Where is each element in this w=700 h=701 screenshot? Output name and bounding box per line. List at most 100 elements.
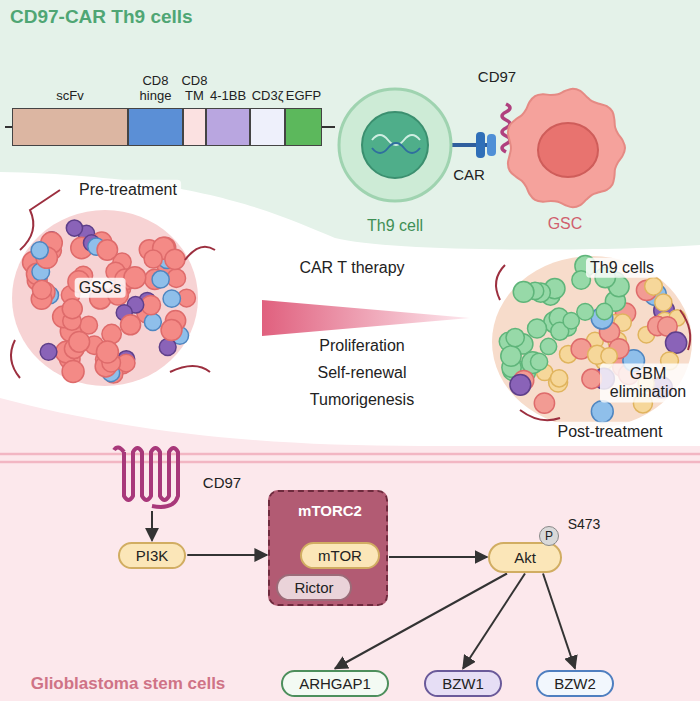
node-text: BZW2 [554,675,596,692]
post-treatment-tumor-part [665,332,686,353]
node-text: Akt [514,549,536,566]
cell-shape-part [339,89,451,201]
construct-segment: 4-1BB [206,108,250,146]
pre-treatment-tumor-part [66,220,82,236]
node-text: mTOR [318,547,362,564]
pre-treatment-tumor-part [170,366,210,372]
pre-treatment-tumor-part [96,341,118,363]
node-text: GSCs [75,278,126,298]
membrane-line [0,453,700,456]
node-text: CD3ζ [252,89,284,104]
text-label: CAR T therapy [299,259,404,277]
pre-treatment-tumor-part [40,343,57,360]
arrow-connector [543,574,575,669]
car-receptor-part [476,132,485,158]
text-label: CD97 [478,68,516,85]
construct-segment: CD3ζ [250,108,285,146]
pink-ground [0,398,700,701]
receptor-node: CD97 [112,446,252,510]
text-label: CAR [453,166,485,183]
pre-treatment-tumor-part [124,267,146,289]
node-text: CD97 [203,474,241,491]
node-text: GBM elimination [600,364,696,403]
receptor-shape-part [114,447,124,452]
post-treatment-tumor-part [496,265,505,300]
pre-treatment-tumor-part [20,190,60,250]
car-receptor-part [450,143,492,147]
cell-shape-part [372,143,420,153]
node-text: Rictor [294,579,333,596]
node-text: CD8 hinge [136,74,176,104]
text-label: Proliferation [319,337,404,355]
pre-treatment-tumor-part [144,313,161,330]
complex-box: mTOR Rictor mTORC2 [268,490,388,606]
car-receptor-part [487,134,496,156]
post-treatment-tumor-part [534,393,554,413]
text-label: Glioblastoma stem cells [31,674,226,694]
arrow-connector [151,511,153,541]
construct-segment: CD8 TM [183,108,206,146]
th9-cell: Th9 cell [330,82,460,240]
arrow-connector [463,574,525,669]
post-treatment-tumor-part [591,401,613,423]
pre-treatment-tumor-part [62,299,82,319]
node-text: CD8 TM [180,74,210,104]
pre-treatment-tumor-part [62,361,84,383]
post-treatment-tumor-part [506,328,524,346]
post-treatment-tumor-part [582,369,602,389]
tumor-panel: Th9 cellsGBM eliminationPost-treatment [486,254,696,444]
node-text: Th9 cells [586,258,658,278]
post-treatment-tumor-part [563,313,579,329]
pre-treatment-tumor-part [31,242,48,259]
post-treatment-tumor-part [520,410,560,420]
gsc-cell: GSC [500,82,630,240]
post-treatment-tumor-part [680,310,690,350]
tumor-panel: Pre-treatmentGSCs [8,176,212,396]
node-text: Post-treatment [554,422,667,442]
pre-treatment-tumor [11,190,215,386]
post-treatment-tumor-part [510,374,531,395]
cell-shape-part [362,112,428,178]
text-label: Self-renewal [318,364,407,382]
post-treatment-tumor-part [540,338,556,354]
protein-pill: Rictor [276,574,351,601]
construct-segment: CD8 hinge [128,108,183,146]
kinase-pill: PI3K [118,542,187,569]
post-treatment-tumor-part [645,277,663,295]
text-label: Tumorigenesis [310,391,414,409]
pre-treatment-tumor-part [69,331,90,352]
post-treatment-tumor-part [551,370,568,387]
post-treatment-tumor-part [531,353,548,370]
pre-treatment-tumor-part [161,320,182,341]
node-text: mTORC2 [298,502,362,519]
membrane-line [0,461,700,464]
pre-treatment-tumor-part [165,249,185,269]
receptor-shape-part [124,448,178,507]
pre-treatment-tumor-part [185,247,215,260]
car-receptor [450,132,496,158]
arrow-connector [187,554,267,556]
construct-segment: scFv [12,108,128,146]
protein-pill: mTOR [300,542,380,569]
post-treatment-tumor-part [655,294,672,311]
pre-treatment-tumor-part [144,250,162,268]
text-label: S473 [568,516,601,532]
gsc-shape-part [538,123,598,177]
target-pill: BZW2 [536,670,614,697]
pre-treatment-tumor-part [97,240,118,261]
pre-treatment-tumor-part [12,210,198,386]
post-treatment-tumor-part [528,319,547,338]
pre-treatment-tumor-part [159,339,176,356]
pre-treatment-tumor-part [152,271,169,288]
post-treatment-tumor-part [596,303,612,319]
pre-treatment-tumor-part [32,280,51,299]
post-treatment-tumor-part [501,346,521,366]
target-pill: BZW1 [424,670,502,697]
cell-shape [330,82,460,240]
arrow-connector [389,556,487,558]
node-text: Th9 cell [367,217,423,235]
kinase-pill: Akt [488,542,562,573]
node-text: BZW1 [442,675,484,692]
diagram-title: CD97-CAR Th9 cells [10,6,193,28]
post-treatment-tumor-part [513,282,534,303]
